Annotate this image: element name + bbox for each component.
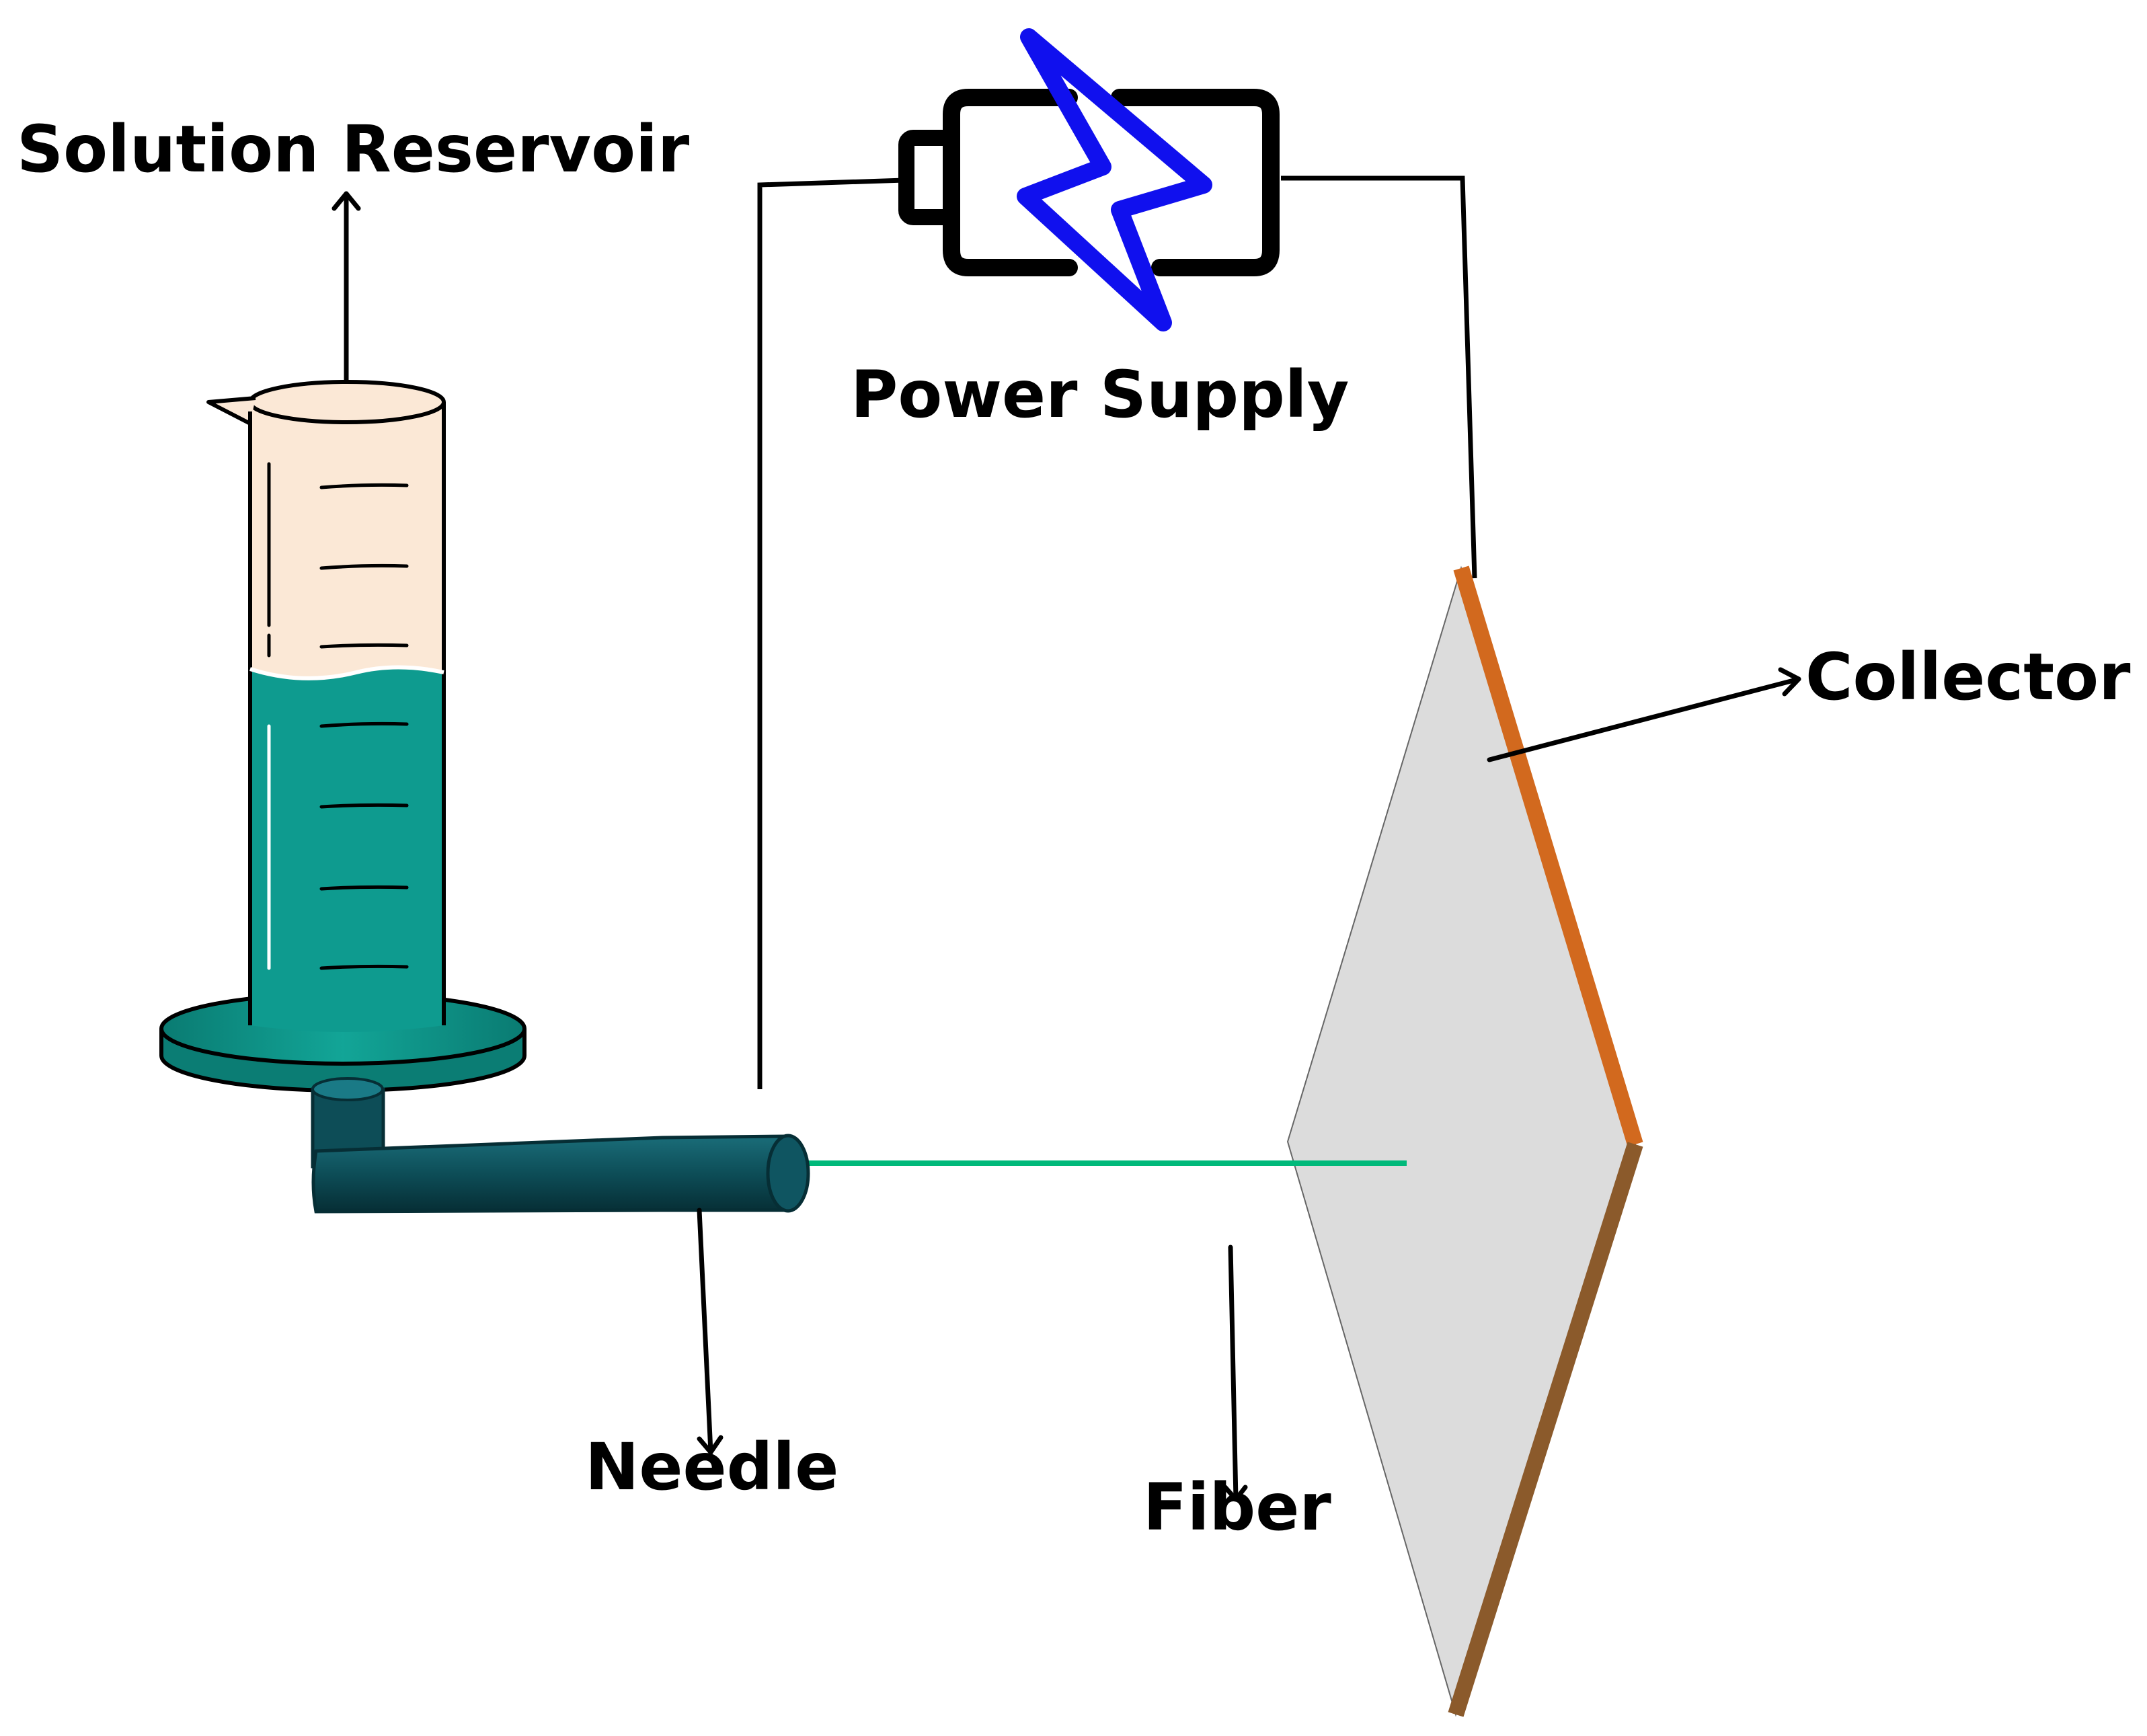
power-supply — [898, 28, 1280, 331]
label-collector: Collector — [1805, 639, 2131, 715]
needle-tip — [766, 1134, 810, 1213]
arrow-collector — [1487, 676, 1801, 762]
graduation-marks — [267, 462, 409, 970]
label-solution-reservoir: Solution Reservoir — [17, 112, 690, 187]
collector-plate — [1286, 565, 1643, 1717]
lightning-bolt-icon — [1017, 28, 1212, 331]
collector-edge-bottom — [1448, 1142, 1643, 1717]
wire-left — [757, 177, 905, 1089]
cylinder-solution — [250, 667, 444, 1032]
cylinder-rim — [248, 380, 446, 424]
battery-body-right — [1111, 89, 1280, 276]
label-needle: Needle — [585, 1429, 838, 1505]
collector-edge-top — [1453, 565, 1643, 1147]
needle-assembly — [311, 1077, 810, 1214]
needle-body — [311, 1134, 789, 1214]
label-fiber: Fiber — [1143, 1470, 1331, 1545]
pointer-lines — [331, 191, 1801, 1502]
cylinder-spout — [206, 396, 256, 426]
cylinder-empty-section — [250, 403, 444, 678]
collector-face — [1286, 565, 1637, 1717]
arrow-needle — [697, 1208, 713, 1455]
battery-body-left — [943, 89, 1078, 276]
solution-reservoir — [159, 380, 526, 1093]
label-power-supply: Power Supply — [851, 357, 1349, 432]
wire-right — [1281, 175, 1477, 579]
arrow-fiber — [1228, 1245, 1239, 1502]
circuit-wires — [757, 175, 1477, 1089]
